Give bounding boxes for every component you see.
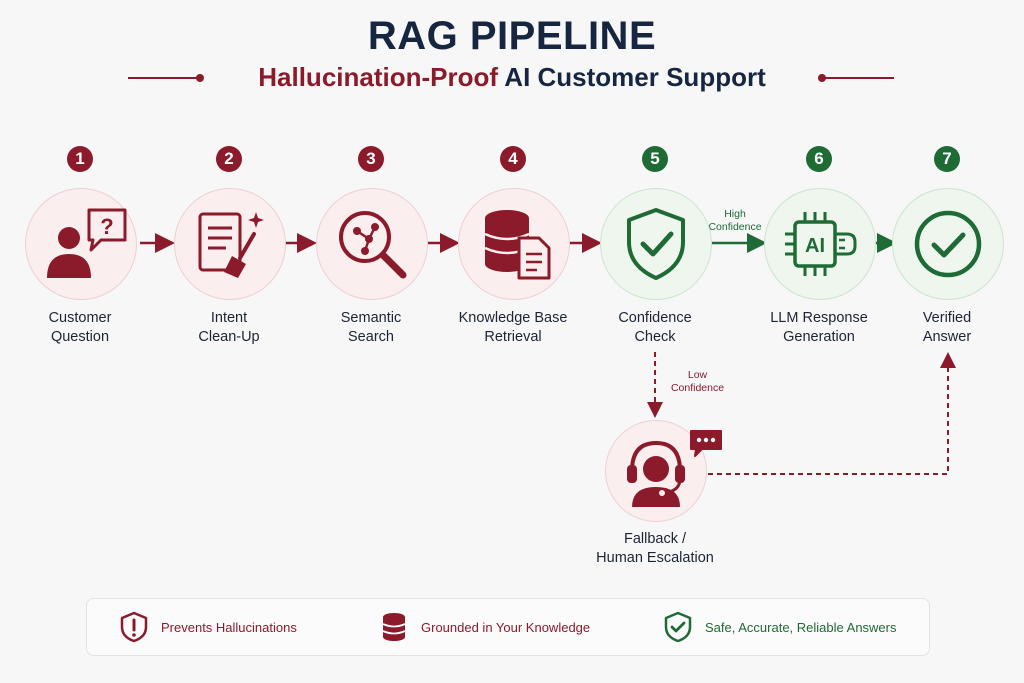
- step-3-node: [316, 188, 428, 300]
- subtitle-divider-right: [822, 77, 894, 79]
- step-3-number: 3: [358, 146, 384, 172]
- database-document-icon: [484, 210, 551, 280]
- step-5-number: 5: [642, 146, 668, 172]
- shield-alert-icon: [117, 610, 151, 644]
- subtitle-divider-left: [128, 77, 200, 79]
- feature-label: Safe, Accurate, Reliable Answers: [705, 619, 897, 635]
- shield-check-icon: [627, 208, 685, 280]
- feature-safe-accurate: Safe, Accurate, Reliable Answers: [661, 599, 897, 655]
- step-6-label: LLM Response Generation: [744, 309, 894, 347]
- magnifier-network-icon: [339, 211, 407, 279]
- svg-text:?: ?: [100, 214, 113, 239]
- fallback-chat-icon: [688, 428, 724, 463]
- arrow-fallback-7: [708, 352, 956, 475]
- features-bar: Prevents Hallucinations Grounded in Your…: [86, 598, 930, 656]
- step-5-label: Confidence Check: [580, 309, 730, 347]
- step-3-label-line1: Semantic: [340, 310, 402, 326]
- subtitle-accent: Hallucination-Proof: [258, 62, 499, 92]
- step-5-label-line1: Confidence: [618, 310, 692, 326]
- feature-label: Grounded in Your Knowledge: [421, 619, 591, 635]
- high-confidence-line2: Confidence: [708, 221, 762, 233]
- step-7-label-line1: Verified: [922, 310, 972, 326]
- subtitle-row: Hallucination-Proof AI Customer Support: [0, 60, 1024, 96]
- fallback-label-line1: Fallback /: [623, 531, 687, 547]
- step-2-label-line2: Clean-Up: [198, 329, 260, 345]
- step-5-node: [600, 188, 712, 300]
- step-7-label: Verified Answer: [872, 309, 1022, 347]
- step-1-node: ?: [25, 188, 137, 300]
- step-7-number: 7: [934, 146, 960, 172]
- chat-bubble-icon: [690, 430, 722, 457]
- step-5-label-line2: Check: [634, 329, 676, 345]
- low-confidence-line1: Low: [687, 369, 708, 381]
- fallback-label: Fallback / Human Escalation: [580, 530, 730, 568]
- step-2-number: 2: [216, 146, 242, 172]
- step-4-number: 4: [500, 146, 526, 172]
- feature-label: Prevents Hallucinations: [161, 619, 297, 635]
- step-4-label-line1: Knowledge Base: [458, 310, 568, 326]
- step-4-label: Knowledge Base Retrieval: [438, 309, 588, 347]
- feature-grounded-knowledge: Grounded in Your Knowledge: [377, 599, 590, 655]
- step-7-node: [892, 188, 1004, 300]
- page-title: RAG PIPELINE: [367, 14, 657, 58]
- step-6-label-line1: LLM Response: [770, 310, 868, 326]
- ai-chip-icon: AI: [785, 212, 857, 276]
- document-broom-icon: [198, 212, 264, 278]
- subtitle-dot-left: [196, 74, 204, 82]
- step-4-label-line2: Retrieval: [484, 329, 542, 345]
- low-confidence-line2: Confidence: [670, 382, 725, 394]
- step-4-node: [458, 188, 570, 300]
- step-3-label: Semantic Search: [296, 309, 446, 347]
- page-subtitle: Hallucination-Proof AI Customer Support: [0, 62, 1024, 93]
- step-3-label-line2: Search: [348, 329, 394, 345]
- shield-check-icon: [661, 610, 695, 644]
- low-confidence-label: Low Confidence: [660, 369, 735, 395]
- feature-prevents-hallucinations: Prevents Hallucinations: [117, 599, 297, 655]
- subtitle-rest: AI Customer Support: [498, 62, 766, 92]
- check-circle-icon: [914, 210, 982, 278]
- step-2-node: [174, 188, 286, 300]
- svg-text:AI: AI: [805, 235, 825, 257]
- step-6-label-line2: Generation: [783, 329, 855, 345]
- fallback-label-line2: Human Escalation: [596, 550, 714, 566]
- user-question-icon: ?: [47, 208, 127, 278]
- database-icon: [377, 610, 411, 644]
- step-7-label-line2: Answer: [922, 329, 972, 345]
- step-6-node: AI: [764, 188, 876, 300]
- support-agent-icon: [627, 440, 685, 507]
- step-2-label: Intent Clean-Up: [154, 309, 304, 347]
- step-2-label-line1: Intent: [210, 310, 248, 326]
- step-1-label: Customer Question: [5, 309, 155, 347]
- step-6-number: 6: [806, 146, 832, 172]
- high-confidence-line1: High: [724, 208, 746, 220]
- step-1-label-line1: Customer: [48, 310, 112, 326]
- high-confidence-label: High Confidence: [700, 208, 770, 234]
- step-1-number: 1: [67, 146, 93, 172]
- step-1-label-line2: Question: [50, 329, 110, 345]
